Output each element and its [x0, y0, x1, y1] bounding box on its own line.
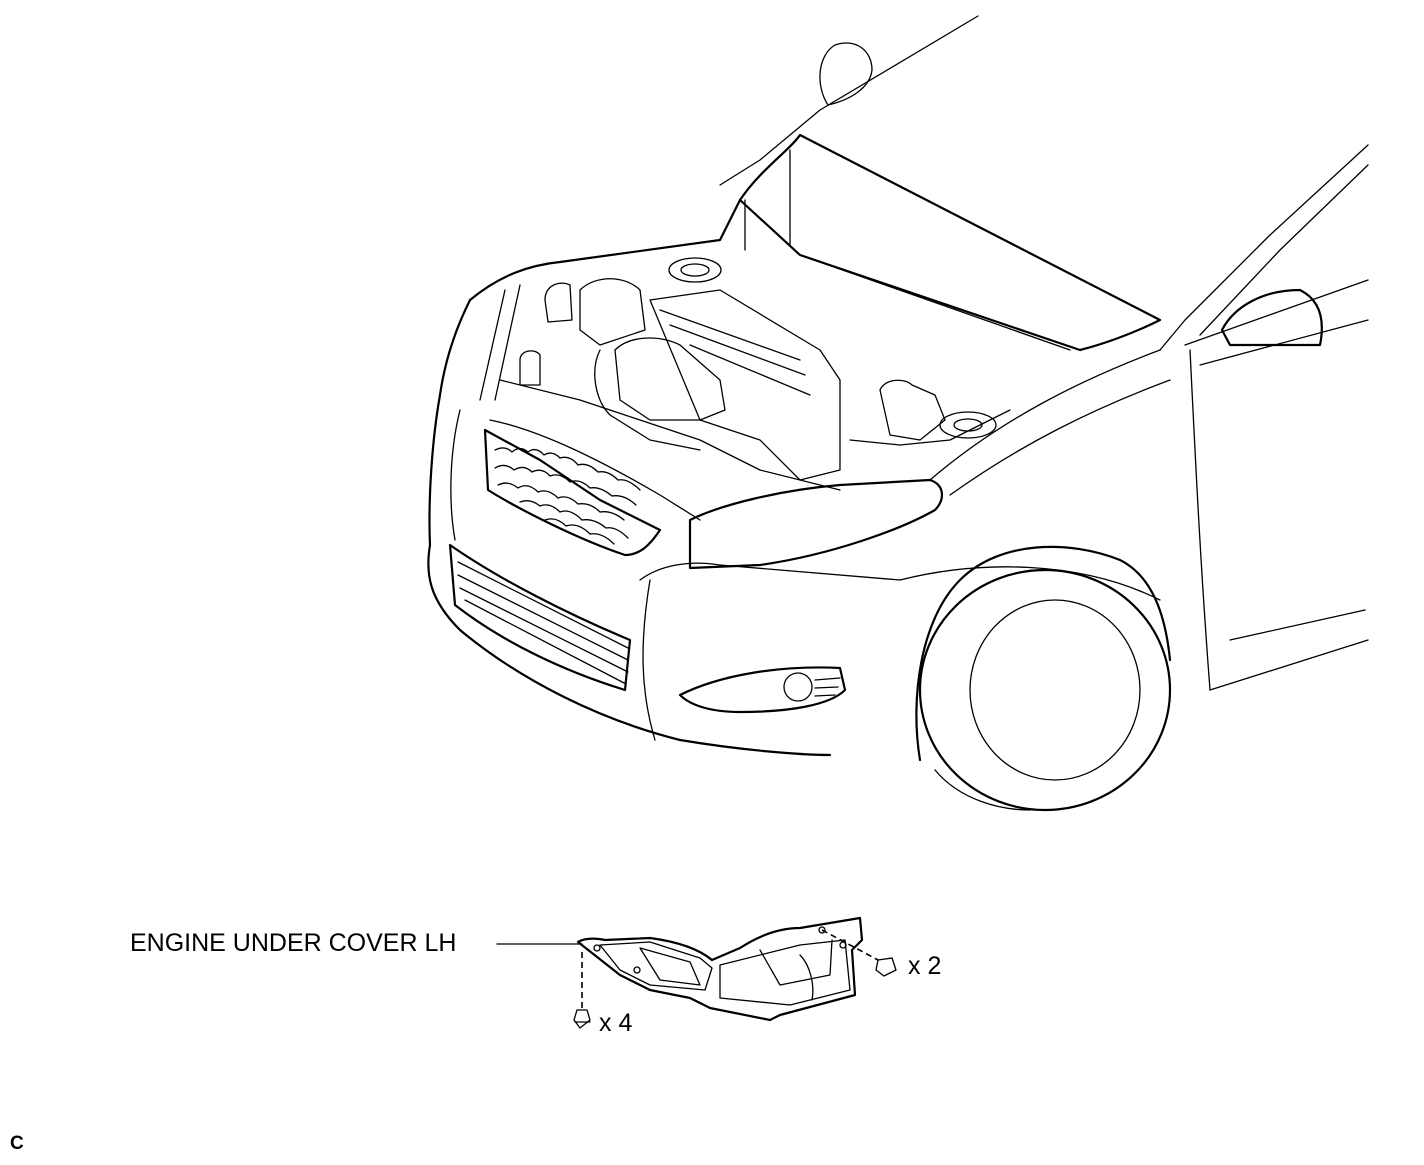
car-illustration [427, 15, 1369, 812]
engine-under-cover-part [496, 916, 864, 1022]
part-label-engine-under-cover: ENGINE UNDER COVER LH [130, 929, 457, 957]
lower-grille-mesh [457, 561, 629, 685]
corner-code: C [10, 1133, 24, 1154]
lower-fastener-quantity: x 4 [599, 1009, 633, 1037]
upper-fastener-quantity: x 2 [908, 952, 942, 980]
fastener-upper-clip [821, 929, 897, 977]
fastener-lower-bolt [573, 952, 591, 1029]
grille-mesh [494, 447, 641, 545]
